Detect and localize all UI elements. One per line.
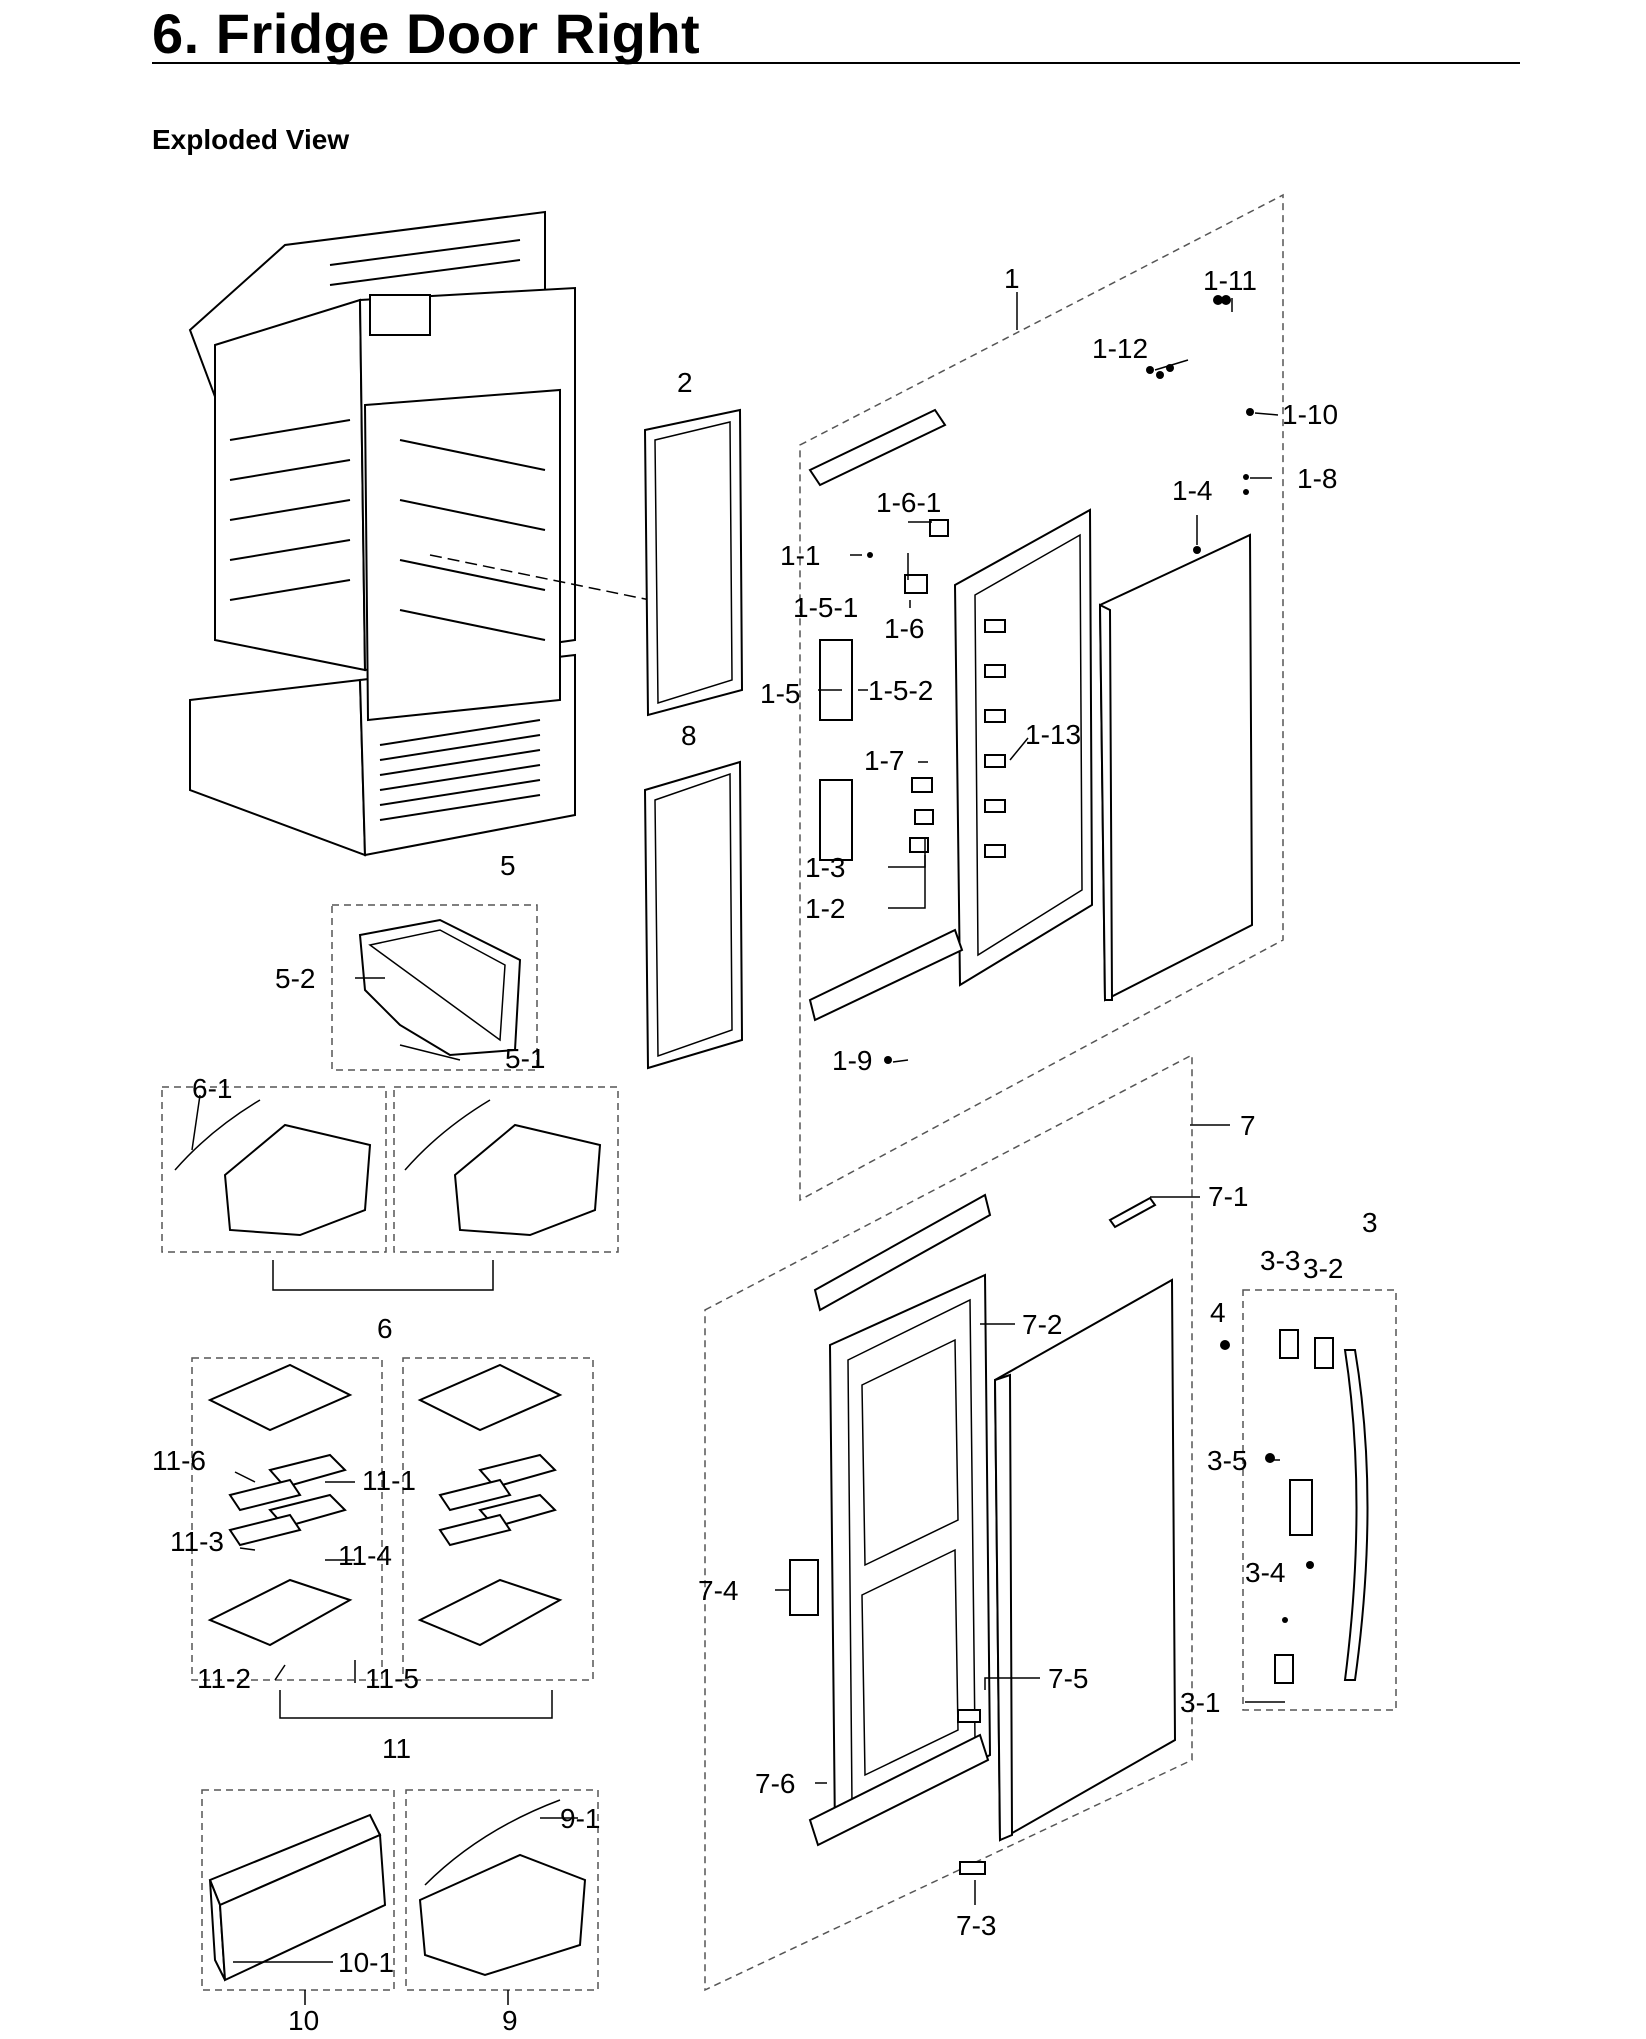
label-10: 10 (288, 2005, 319, 2036)
label-3-5: 3-5 (1207, 1445, 1247, 1476)
badge-7-1 (1108, 1196, 1157, 1229)
screws-1 (867, 295, 1254, 1064)
label-7-6: 7-6 (755, 1768, 795, 1799)
label-9-1: 9-1 (560, 1803, 600, 1834)
door-outer-panel-1 (1098, 533, 1254, 1002)
label-1-7: 1-7 (864, 745, 904, 776)
label-5-2: 5-2 (275, 963, 315, 994)
label-9: 9 (502, 2005, 518, 2036)
shelf-11-left (207, 1363, 353, 1647)
bin-5 (358, 918, 522, 1057)
door-outer-panel-7 (993, 1278, 1177, 1842)
label-3-3: 3-3 (1260, 1245, 1300, 1276)
shelf-11-right (417, 1363, 563, 1647)
hinge-7-5 (957, 1709, 981, 1723)
label-1-6: 1-6 (884, 613, 924, 644)
label-1-3: 1-3 (805, 852, 845, 883)
label-1-4: 1-4 (1172, 475, 1212, 506)
label-3-2: 3-2 (1303, 1253, 1343, 1284)
leader-lines (191, 292, 1285, 1963)
assembly-6-left-box (161, 1086, 387, 1253)
door-cap-top (808, 408, 947, 487)
label-1-5-1: 1-5-1 (793, 592, 858, 623)
label-10-1: 10-1 (338, 1947, 394, 1978)
label-3-4: 3-4 (1245, 1557, 1285, 1588)
label-4: 4 (1210, 1297, 1226, 1328)
assembly-3-box (1242, 1289, 1397, 1711)
label-5-1: 5-1 (505, 1043, 545, 1074)
label-11-3: 11-3 (170, 1526, 224, 1557)
label-11: 11 (382, 1733, 411, 1764)
assembly-7-box (704, 1053, 1193, 1992)
hinge-parts-1 (819, 519, 949, 861)
label-1-1: 1-1 (780, 540, 820, 571)
label-1: 1 (1004, 263, 1020, 294)
label-7-4: 7-4 (698, 1575, 738, 1606)
label-1-12: 1-12 (1092, 333, 1148, 364)
label-7-1: 7-1 (1208, 1181, 1248, 1212)
assembly-11-left-box (191, 1357, 383, 1681)
label-11-1: 11-1 (362, 1465, 416, 1496)
handle-parts-3 (1220, 1329, 1334, 1684)
assembly-1-box (799, 193, 1284, 1202)
label-5: 5 (500, 850, 516, 881)
bin-9 (418, 1799, 587, 1977)
control-panel-box (369, 294, 431, 336)
label-3: 3 (1362, 1207, 1378, 1238)
label-1-13: 1-13 (1025, 719, 1081, 750)
label-11-4: 11-4 (338, 1540, 392, 1571)
title-rule (152, 62, 1520, 64)
door-gasket-lower (643, 760, 744, 1070)
bracket-11 (279, 1690, 553, 1719)
label-7-5: 7-5 (1048, 1663, 1088, 1694)
part-labels: 1 1-11 1-12 1-10 1-8 1-4 1-6-1 1-1 1-6 1… (152, 263, 1378, 2036)
label-7-2: 7-2 (1022, 1309, 1062, 1340)
label-1-8: 1-8 (1297, 463, 1337, 494)
fridge-cabinet (188, 210, 651, 857)
label-11-5: 11-5 (365, 1663, 419, 1694)
label-11-2: 11-2 (197, 1663, 251, 1694)
assembly-6-right-box (393, 1086, 619, 1253)
label-2: 2 (677, 367, 693, 398)
door-liner (953, 508, 1094, 987)
cabinet-shelf-lines (229, 239, 546, 821)
handle-3 (1343, 1349, 1369, 1681)
label-6-1: 6-1 (192, 1073, 232, 1104)
door-cap-top-7 (813, 1193, 992, 1312)
bin-6-left (174, 1099, 372, 1237)
label-1-11: 1-11 (1203, 265, 1257, 296)
bin-10 (208, 1813, 387, 1982)
assembly-11-right-box (402, 1357, 594, 1681)
label-1-9: 1-9 (832, 1045, 872, 1076)
bracket-6 (272, 1260, 494, 1291)
label-11-6: 11-6 (152, 1445, 206, 1476)
label-3-1: 3-1 (1180, 1687, 1220, 1718)
label-1-10: 1-10 (1282, 399, 1338, 430)
door-cap-bottom-7 (808, 1733, 990, 1847)
door-cap-bottom (808, 928, 964, 1022)
assembly-10-box (201, 1789, 395, 1991)
hinge-7-3 (959, 1861, 986, 1875)
section-heading: Exploded View (152, 124, 350, 155)
label-6: 6 (377, 1313, 393, 1344)
page-title: 6. Fridge Door Right (152, 2, 701, 65)
bottom-ticks (304, 1990, 509, 2005)
label-1-5: 1-5 (760, 678, 800, 709)
bin-6-right (404, 1099, 602, 1237)
label-1-2: 1-2 (805, 893, 845, 924)
handle-part-7-4 (789, 1559, 819, 1616)
assembly-5-box (331, 904, 538, 1071)
assembly-9-box (405, 1789, 599, 1991)
label-7: 7 (1240, 1110, 1256, 1141)
label-1-5-2: 1-5-2 (868, 675, 933, 706)
door-gasket-upper (643, 408, 744, 717)
label-7-3: 7-3 (956, 1910, 996, 1941)
label-8: 8 (681, 720, 697, 751)
label-1-6-1: 1-6-1 (876, 487, 941, 518)
